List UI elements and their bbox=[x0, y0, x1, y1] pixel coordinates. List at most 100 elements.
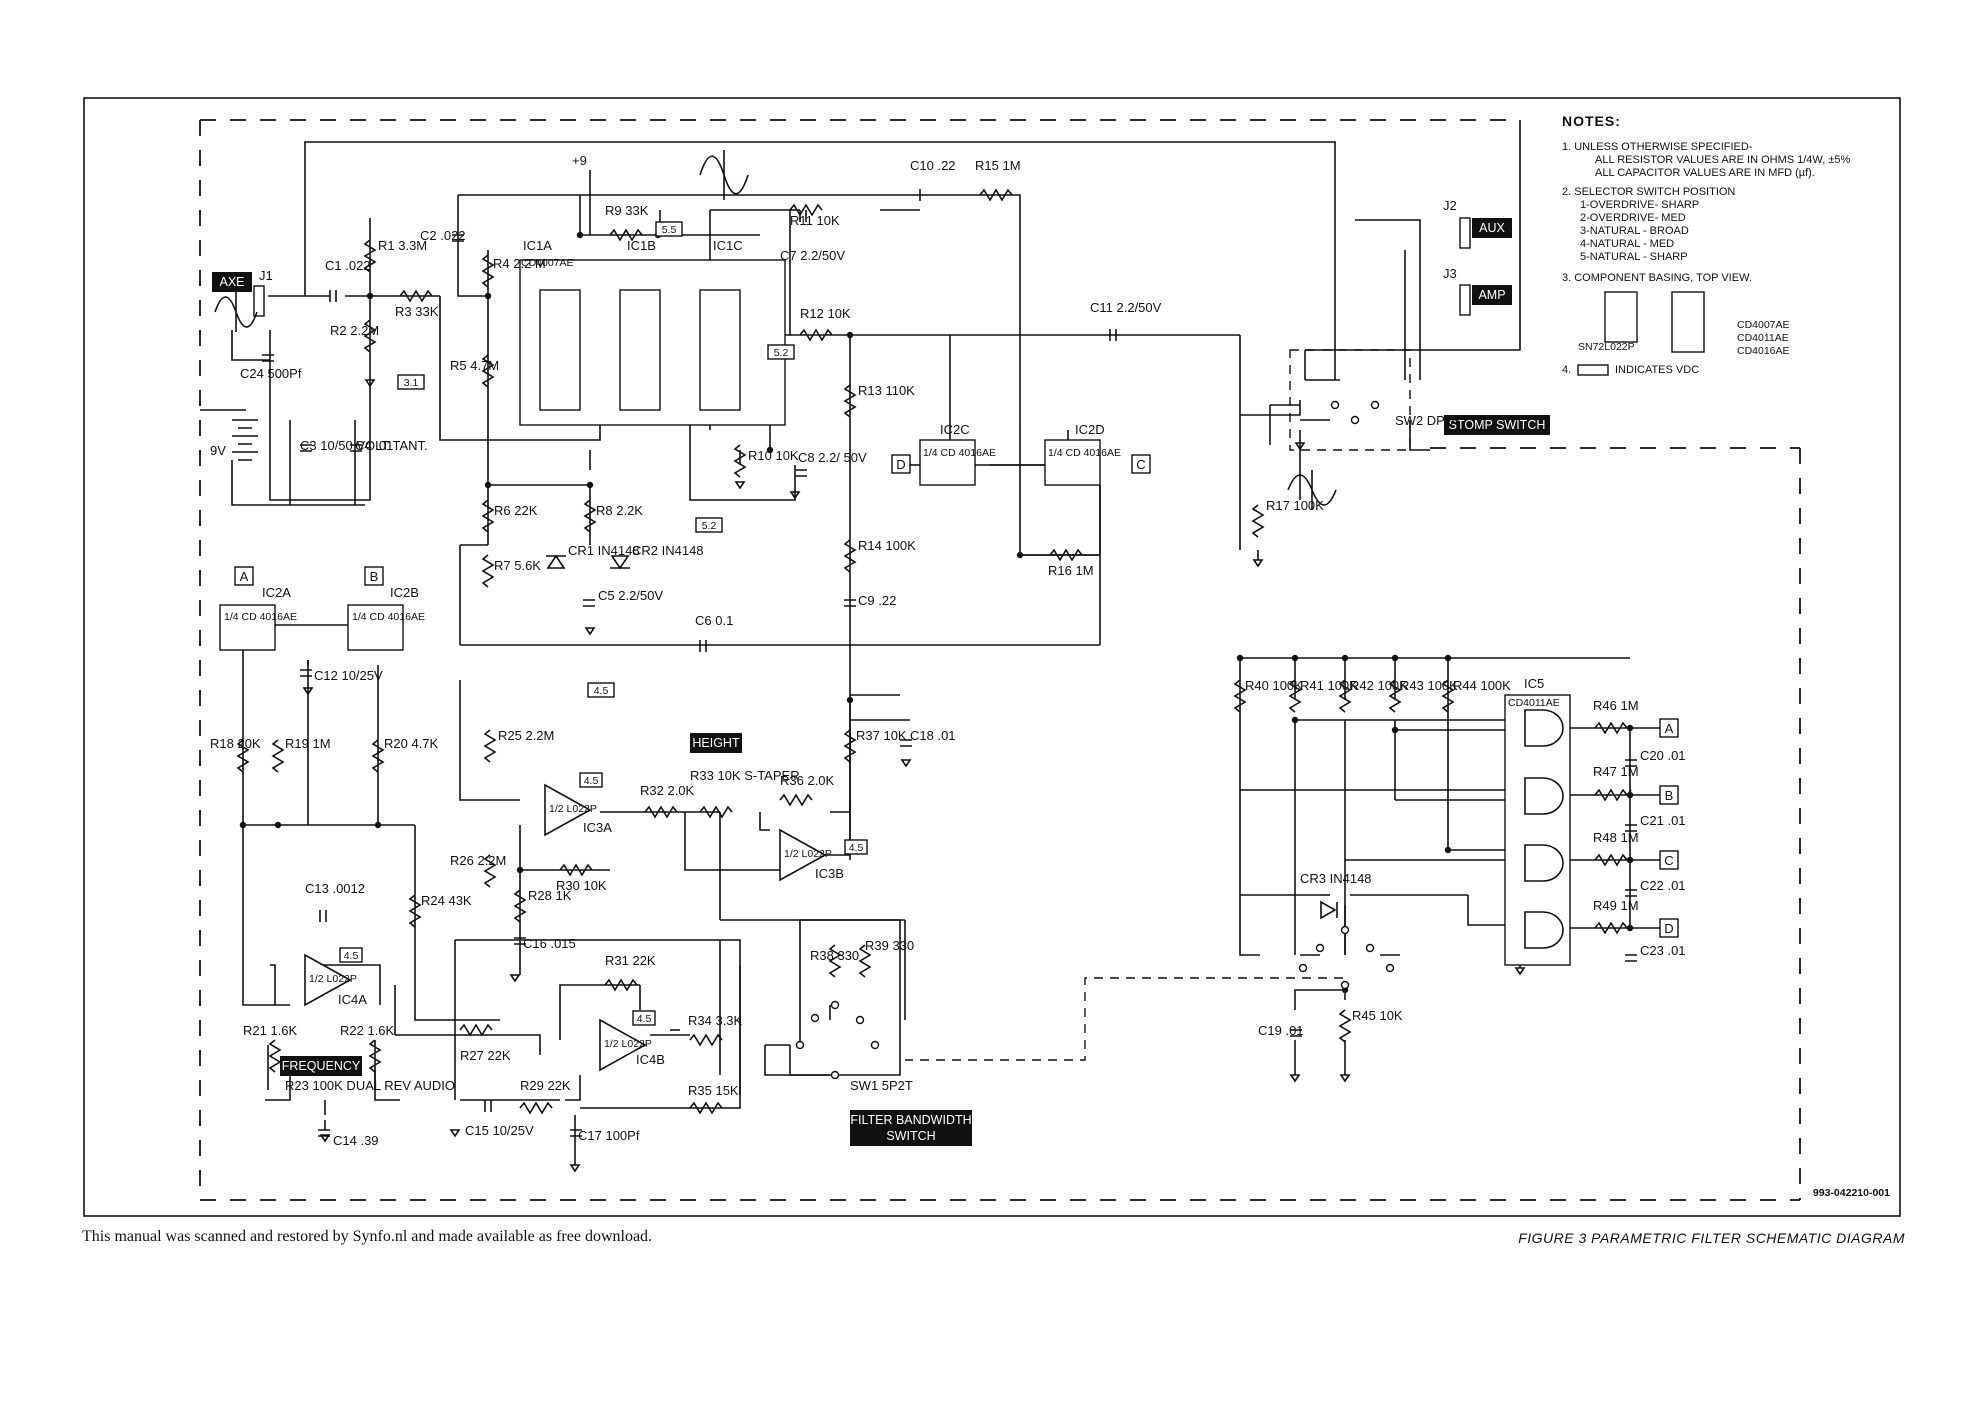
svg-text:IC2B: IC2B bbox=[390, 585, 419, 600]
svg-text:4.5: 4.5 bbox=[849, 842, 864, 854]
svg-text:R3 33K: R3 33K bbox=[395, 304, 439, 319]
svg-text:SWITCH: SWITCH bbox=[886, 1129, 935, 1143]
tag-stomp-switch: STOMP SWITCH bbox=[1444, 415, 1550, 435]
svg-text:R11 10K: R11 10K bbox=[790, 213, 840, 228]
svg-text:5.2: 5.2 bbox=[702, 520, 717, 532]
svg-text:2-OVERDRIVE- MED: 2-OVERDRIVE- MED bbox=[1580, 212, 1686, 224]
svg-text:3-NATURAL - BROAD: 3-NATURAL - BROAD bbox=[1580, 225, 1689, 237]
svg-text:FILTER BANDWIDTH: FILTER BANDWIDTH bbox=[850, 1113, 971, 1127]
svg-text:3. COMPONENT BASING, TOP VIEW: 3. COMPONENT BASING, TOP VIEW. bbox=[1562, 272, 1752, 284]
svg-text:R41 100K: R41 100K bbox=[1300, 678, 1358, 693]
svg-text:R13 110K: R13 110K bbox=[858, 383, 915, 398]
tag-amp: AMP bbox=[1472, 285, 1512, 305]
svg-text:1/4 CD 4016AE: 1/4 CD 4016AE bbox=[224, 611, 297, 623]
svg-text:R33 10K S-TAPER: R33 10K S-TAPER bbox=[690, 768, 800, 783]
svg-text:R14 100K: R14 100K bbox=[858, 538, 916, 553]
svg-text:C18 .01: C18 .01 bbox=[910, 728, 956, 743]
svg-text:R39 330: R39 330 bbox=[865, 938, 914, 953]
svg-text:INDICATES VDC: INDICATES VDC bbox=[1615, 364, 1699, 376]
svg-text:R28 1K: R28 1K bbox=[528, 888, 572, 903]
svg-text:R22 1.6K: R22 1.6K bbox=[340, 1023, 395, 1038]
svg-text:R49 1M: R49 1M bbox=[1593, 898, 1639, 913]
svg-text:R47 1M: R47 1M bbox=[1593, 764, 1639, 779]
svg-text:D: D bbox=[1664, 921, 1673, 936]
svg-text:R46 1M: R46 1M bbox=[1593, 698, 1639, 713]
svg-text:R48 1M: R48 1M bbox=[1593, 830, 1639, 845]
svg-text:C4 .01: C4 .01 bbox=[355, 438, 393, 453]
tag-axe: AXE bbox=[212, 272, 252, 292]
svg-text:R25 2.2M: R25 2.2M bbox=[498, 728, 554, 743]
svg-text:C21 .01: C21 .01 bbox=[1640, 813, 1686, 828]
svg-text:R8 2.2K: R8 2.2K bbox=[596, 503, 643, 518]
footer-credit: This manual was scanned and restored by … bbox=[82, 1228, 653, 1245]
svg-text:C20 .01: C20 .01 bbox=[1640, 748, 1686, 763]
svg-text:C6 0.1: C6 0.1 bbox=[695, 613, 733, 628]
tag-filter-bandwidth-switch: FILTER BANDWIDTH SWITCH bbox=[850, 1110, 972, 1146]
diodes bbox=[546, 554, 1338, 920]
svg-text:C15 10/25V: C15 10/25V bbox=[465, 1123, 534, 1138]
opamps bbox=[304, 783, 827, 1072]
svg-text:IC1A: IC1A bbox=[523, 238, 552, 253]
svg-text:1/2 L022P: 1/2 L022P bbox=[784, 848, 832, 860]
svg-text:4.5: 4.5 bbox=[594, 685, 609, 697]
stomp-switch-sw2 bbox=[1289, 349, 1411, 451]
svg-text:R44 100K: R44 100K bbox=[1453, 678, 1511, 693]
svg-text:1/2 L022P: 1/2 L022P bbox=[309, 973, 357, 985]
figure-caption: FIGURE 3 PARAMETRIC FILTER SCHEMATIC DIA… bbox=[1518, 1230, 1905, 1246]
svg-text:CR2 IN4148: CR2 IN4148 bbox=[632, 543, 704, 558]
svg-text:A: A bbox=[1665, 721, 1674, 736]
svg-text:C7 2.2/50V: C7 2.2/50V bbox=[780, 248, 845, 263]
junction-dots bbox=[239, 231, 1634, 994]
ic-labels: IC1A CD4007AE IC1B IC1C IC2A 1/4 CD 4016… bbox=[224, 238, 1560, 1067]
svg-text:R12 10K: R12 10K bbox=[800, 306, 851, 321]
svg-text:R6 22K: R6 22K bbox=[494, 503, 538, 518]
svg-text:R2 2.2M: R2 2.2M bbox=[330, 323, 379, 338]
svg-text:C3 10/50 VOLT TANT.: C3 10/50 VOLT TANT. bbox=[300, 438, 428, 453]
tag-aux: AUX bbox=[1472, 218, 1512, 238]
selector-switch-link-contacts bbox=[1298, 925, 1395, 990]
svg-text:SW2 DPDT: SW2 DPDT bbox=[1395, 413, 1462, 428]
svg-text:C5 2.2/50V: C5 2.2/50V bbox=[598, 588, 663, 603]
svg-text:IC5: IC5 bbox=[1524, 676, 1544, 691]
svg-text:R17 100K: R17 100K bbox=[1266, 498, 1324, 513]
ic2c-switch bbox=[919, 439, 1101, 486]
svg-text:R5 4.7M: R5 4.7M bbox=[450, 358, 499, 373]
svg-text:IC2D: IC2D bbox=[1075, 422, 1105, 437]
svg-text:CR3 IN4148: CR3 IN4148 bbox=[1300, 871, 1372, 886]
svg-text:R26 2.2M: R26 2.2M bbox=[450, 853, 506, 868]
switch-mechanical-link bbox=[905, 977, 1343, 1061]
svg-text:IC3A: IC3A bbox=[583, 820, 612, 835]
svg-text:C19 .01: C19 .01 bbox=[1258, 1023, 1304, 1038]
svg-text:J2: J2 bbox=[1443, 198, 1457, 213]
svg-text:C: C bbox=[1664, 853, 1673, 868]
svg-text:D: D bbox=[896, 457, 905, 472]
svg-text:CD4007AE: CD4007AE bbox=[1737, 319, 1790, 331]
svg-text:C22 .01: C22 .01 bbox=[1640, 878, 1686, 893]
svg-text:J1: J1 bbox=[259, 268, 273, 283]
svg-text:IC4A: IC4A bbox=[338, 992, 367, 1007]
svg-text:R20 4.7K: R20 4.7K bbox=[384, 736, 439, 751]
svg-text:C11 2.2/50V: C11 2.2/50V bbox=[1090, 300, 1162, 315]
selector-switch-sw1 bbox=[795, 1000, 880, 1080]
svg-text:R38 330: R38 330 bbox=[810, 948, 859, 963]
svg-text:5.5: 5.5 bbox=[662, 224, 677, 236]
svg-text:FREQUENCY: FREQUENCY bbox=[282, 1059, 361, 1073]
drawing-frame bbox=[83, 97, 1901, 1217]
svg-text:SN72L022P: SN72L022P bbox=[1578, 341, 1635, 353]
svg-text:CD4016AE: CD4016AE bbox=[1737, 345, 1790, 357]
svg-text:1/2 L022P: 1/2 L022P bbox=[604, 1038, 652, 1050]
svg-text:R36 2.0K: R36 2.0K bbox=[780, 773, 835, 788]
svg-text:R10 10K: R10 10K bbox=[748, 448, 799, 463]
svg-text:ALL CAPACITOR VALUES ARE IN MF: ALL CAPACITOR VALUES ARE IN MFD (µf). bbox=[1595, 167, 1815, 179]
svg-text:1/4 CD 4016AE: 1/4 CD 4016AE bbox=[1048, 447, 1121, 459]
ports: A B C D A B C D bbox=[234, 454, 1679, 938]
svg-text:J3: J3 bbox=[1443, 266, 1457, 281]
svg-text:C16 .015: C16 .015 bbox=[523, 936, 576, 951]
svg-text:5-NATURAL - SHARP: 5-NATURAL - SHARP bbox=[1580, 251, 1688, 263]
resistors bbox=[236, 188, 1628, 1115]
svg-text:C10 .22: C10 .22 bbox=[910, 158, 956, 173]
svg-text:4.5: 4.5 bbox=[637, 1013, 652, 1025]
svg-text:A: A bbox=[240, 569, 249, 584]
notes-block: NOTES: 1. UNLESS OTHERWISE SPECIFIED- AL… bbox=[1562, 113, 1850, 376]
